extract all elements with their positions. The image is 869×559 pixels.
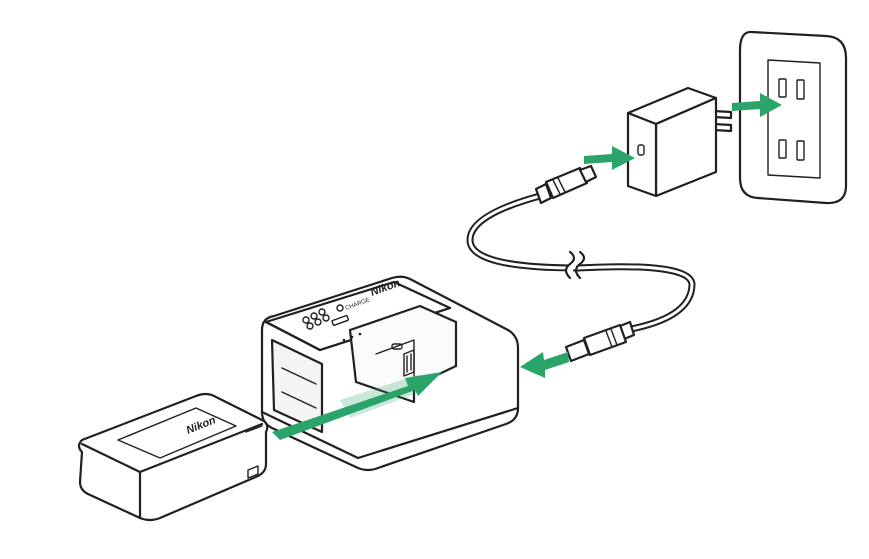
insert-arrow-icon xyxy=(584,146,635,170)
ac-adapter-icon xyxy=(626,86,733,198)
wall-outlet-icon xyxy=(738,30,848,205)
charge-indicator-leds xyxy=(302,304,362,342)
battery-charger-icon: CHARGE Nikon xyxy=(260,275,520,472)
charger-contacts xyxy=(391,343,415,377)
insert-arrow-icon xyxy=(520,352,569,378)
usb-cable-icon xyxy=(466,164,696,363)
insert-arrow-icon xyxy=(732,93,782,117)
insert-arrow-icon xyxy=(272,372,442,440)
battery-pack-icon: Nikon xyxy=(77,392,269,522)
